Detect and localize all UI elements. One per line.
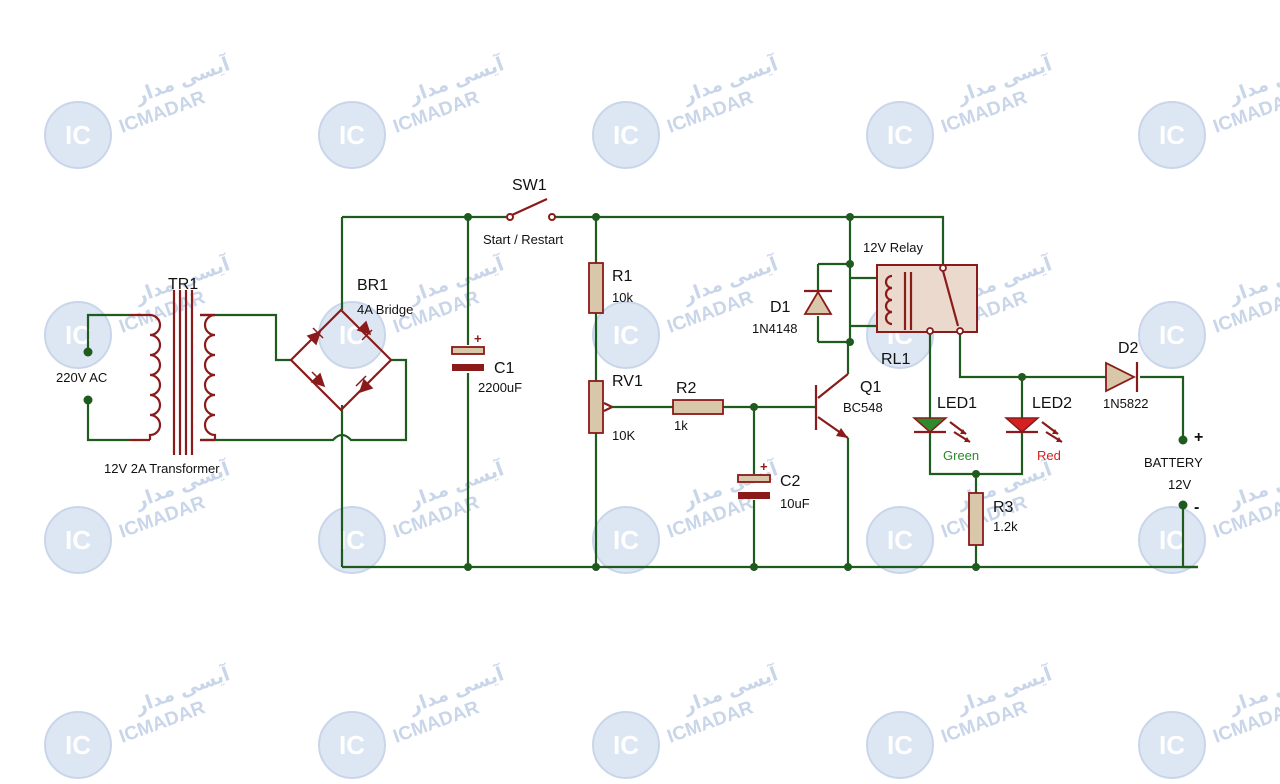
- watermark-logo-icon: [866, 711, 934, 779]
- watermark-logo-text: IC: [613, 730, 639, 760]
- led1-green: [912, 417, 971, 443]
- watermark-logo-icon: [1138, 711, 1206, 779]
- watermark-logo-icon: [44, 711, 112, 779]
- watermark-logo-text: IC: [887, 730, 913, 760]
- watermark-logo-text: IC: [613, 120, 639, 150]
- watermark-logo-icon: [592, 101, 660, 169]
- d2-ref: D2: [1118, 340, 1139, 357]
- watermark-logo-text: IC: [887, 120, 913, 150]
- c2-plus: +: [760, 459, 768, 474]
- watermark-logo-icon: [866, 101, 934, 169]
- watermark-logo-text: IC: [65, 320, 91, 350]
- led2-red: [1004, 417, 1063, 443]
- battery-minus: -: [1194, 499, 1199, 516]
- resistor-r2: [672, 399, 724, 415]
- c1-plus: +: [474, 331, 482, 346]
- watermark-logo-text: IC: [339, 525, 365, 555]
- r2-ref: R2: [676, 380, 697, 397]
- d1-ref: D1: [770, 299, 791, 316]
- watermark-logo-icon: [592, 301, 660, 369]
- watermark-logo-text: IC: [613, 320, 639, 350]
- ac-label: 220V AC: [56, 370, 107, 385]
- watermark-logo-text: IC: [1159, 320, 1185, 350]
- watermark-logo-icon: [1138, 506, 1206, 574]
- br1-value: 4A Bridge: [357, 302, 413, 317]
- tr1-ref: TR1: [168, 276, 198, 293]
- c1-value: 2200uF: [478, 380, 522, 395]
- led2-ref: LED2: [1032, 395, 1072, 412]
- battery-label: BATTERY: [1144, 455, 1203, 470]
- watermark-logo-text: IC: [339, 730, 365, 760]
- watermark-logo-text: IC: [65, 525, 91, 555]
- watermark-logo-text: IC: [1159, 120, 1185, 150]
- labels: TR1 12V 2A Transformer 220V AC BR1 4A Br…: [56, 177, 1203, 534]
- diode-d1: [803, 289, 833, 315]
- wires: [86, 215, 1198, 569]
- watermark-logo-icon: [866, 506, 934, 574]
- watermark-logo-icon: [592, 506, 660, 574]
- led1-ref: LED1: [937, 395, 977, 412]
- battery-value: 12V: [1168, 477, 1191, 492]
- d1-value: 1N4148: [752, 321, 798, 336]
- watermark-logo-text: IC: [339, 120, 365, 150]
- diode-d2: [1105, 361, 1139, 393]
- q1-ref: Q1: [860, 379, 881, 396]
- c2-ref: C2: [780, 473, 801, 490]
- sw1-desc: Start / Restart: [483, 232, 564, 247]
- led1-color: Green: [943, 448, 979, 463]
- led2-color: Red: [1037, 448, 1061, 463]
- watermark-logo-text: IC: [1159, 525, 1185, 555]
- watermark-logo-text: IC: [613, 525, 639, 555]
- switch-sw1: [506, 197, 556, 221]
- watermark-logo-text: IC: [65, 120, 91, 150]
- r1-value: 10k: [612, 290, 633, 305]
- transistor-q1: [814, 373, 849, 439]
- transformer-tr1: [130, 290, 217, 455]
- watermark-logo-text: IC: [887, 525, 913, 555]
- c2-value: 10uF: [780, 496, 810, 511]
- q1-value: BC548: [843, 400, 883, 415]
- r1-ref: R1: [612, 268, 633, 285]
- rl1-desc: 12V Relay: [863, 240, 923, 255]
- battery-plus: +: [1194, 429, 1203, 446]
- tr1-desc: 12V 2A Transformer: [104, 461, 220, 476]
- watermark-logo-icon: [318, 506, 386, 574]
- bridge-rectifier-br1: [289, 308, 393, 412]
- watermark-logo-icon: [318, 101, 386, 169]
- sw1-ref: SW1: [512, 177, 547, 194]
- watermark-logo-icon: [1138, 101, 1206, 169]
- watermark-logo-text: IC: [1159, 730, 1185, 760]
- resistor-r3: [968, 492, 984, 546]
- r2-value: 1k: [674, 418, 688, 433]
- potentiometer-rv1: [588, 380, 613, 434]
- d2-value: 1N5822: [1103, 396, 1149, 411]
- watermark-logo-icon: [1138, 301, 1206, 369]
- capacitor-c1: [451, 346, 485, 371]
- capacitor-c2: [737, 474, 771, 499]
- rv1-ref: RV1: [612, 373, 643, 390]
- rl1-ref: RL1: [881, 351, 910, 368]
- watermark-logo-icon: [318, 711, 386, 779]
- junction-nodes: [83, 213, 1188, 571]
- watermark-logo-text: IC: [339, 320, 365, 350]
- rv1-value: 10K: [612, 428, 635, 443]
- resistor-r1: [588, 262, 604, 314]
- r3-ref: R3: [993, 499, 1014, 516]
- br1-ref: BR1: [357, 277, 388, 294]
- watermark-logo-icon: [592, 711, 660, 779]
- watermark-logo-text: IC: [65, 730, 91, 760]
- watermark-logo-icon: [44, 101, 112, 169]
- watermark-logo-icon: [44, 506, 112, 574]
- relay-rl1: [876, 264, 978, 335]
- c1-ref: C1: [494, 360, 515, 377]
- watermark-logo-icon: [44, 301, 112, 369]
- r3-value: 1.2k: [993, 519, 1018, 534]
